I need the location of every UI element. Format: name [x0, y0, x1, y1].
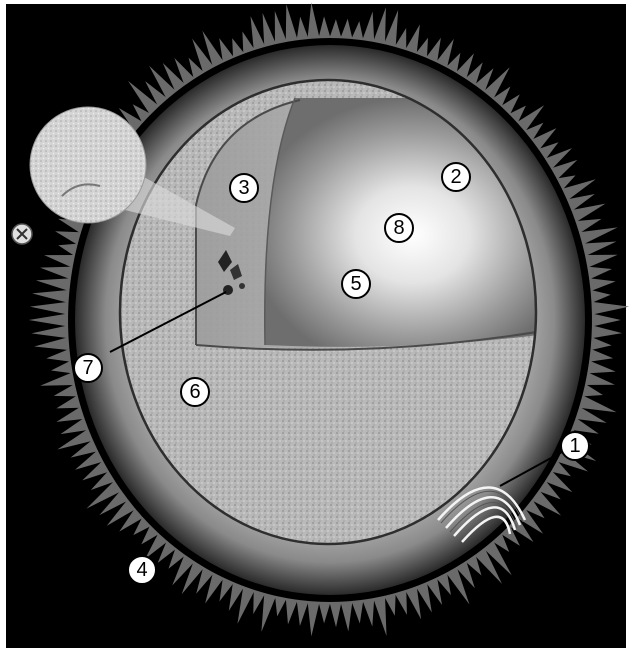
corona-ray	[55, 231, 81, 245]
corona-ray	[56, 395, 81, 408]
corona-ray	[373, 596, 386, 636]
corona-ray	[589, 349, 613, 362]
corona-ray	[40, 267, 73, 280]
corona-ray	[31, 325, 68, 338]
corona-ray	[585, 372, 615, 385]
corona-ray	[286, 4, 298, 42]
marker-7: 7	[73, 353, 103, 383]
corona-ray	[329, 602, 341, 627]
corona-ray	[340, 19, 352, 39]
corona-ray	[329, 19, 341, 38]
corona-ray	[54, 384, 78, 397]
corona-ray	[591, 302, 629, 315]
corona-ray	[587, 267, 612, 280]
corona-ray	[58, 244, 78, 257]
corona-ray	[308, 2, 320, 39]
corona-ray	[318, 602, 330, 624]
corona-ray	[579, 395, 617, 412]
x-circle-icon	[10, 222, 34, 246]
corona-ray	[56, 407, 84, 422]
marker-1: 1	[560, 431, 590, 461]
corona-ray	[286, 598, 298, 624]
corona-ray	[232, 38, 244, 58]
corona-ray	[582, 241, 616, 256]
corona-ray	[275, 596, 287, 617]
corona-ray	[592, 314, 621, 327]
corona-ray	[297, 600, 309, 626]
corona-ray	[405, 24, 420, 54]
magnified-surface	[30, 107, 146, 223]
corona-ray	[44, 255, 75, 268]
corona-ray	[351, 21, 363, 40]
corona-ray	[373, 7, 386, 44]
corona-ray	[275, 11, 287, 44]
corona-ray	[384, 10, 398, 47]
corona-ray	[395, 590, 407, 615]
marker-4: 4	[127, 555, 157, 585]
corona-ray	[29, 314, 68, 327]
corona-ray	[34, 337, 69, 350]
corona-ray	[318, 16, 330, 38]
corona-ray	[46, 349, 71, 362]
marker-6: 6	[180, 377, 210, 407]
corona-ray	[384, 593, 396, 616]
corona-ray	[591, 325, 622, 338]
corona-ray	[585, 255, 618, 268]
corona-ray	[351, 600, 363, 624]
corona-ray	[30, 302, 69, 315]
corona-ray	[582, 384, 603, 397]
corona-ray	[297, 17, 309, 41]
corona-ray	[32, 290, 69, 303]
corona-ray	[261, 593, 276, 632]
corona-ray	[340, 601, 352, 631]
corona-ray	[362, 598, 374, 627]
marker-2: 2	[441, 162, 471, 192]
marker-8: 8	[384, 213, 414, 243]
corona-ray	[362, 12, 374, 43]
corona-ray	[36, 278, 71, 291]
corona-ray	[591, 337, 612, 350]
marker-3: 3	[229, 173, 259, 203]
corona-ray	[308, 601, 320, 636]
corona-ray	[51, 361, 73, 374]
corona-ray	[591, 290, 611, 303]
corona-ray	[40, 372, 75, 386]
corona-ray	[589, 278, 616, 291]
corona-ray	[587, 361, 615, 374]
marker-5: 5	[341, 269, 371, 299]
corona-ray	[263, 13, 277, 47]
